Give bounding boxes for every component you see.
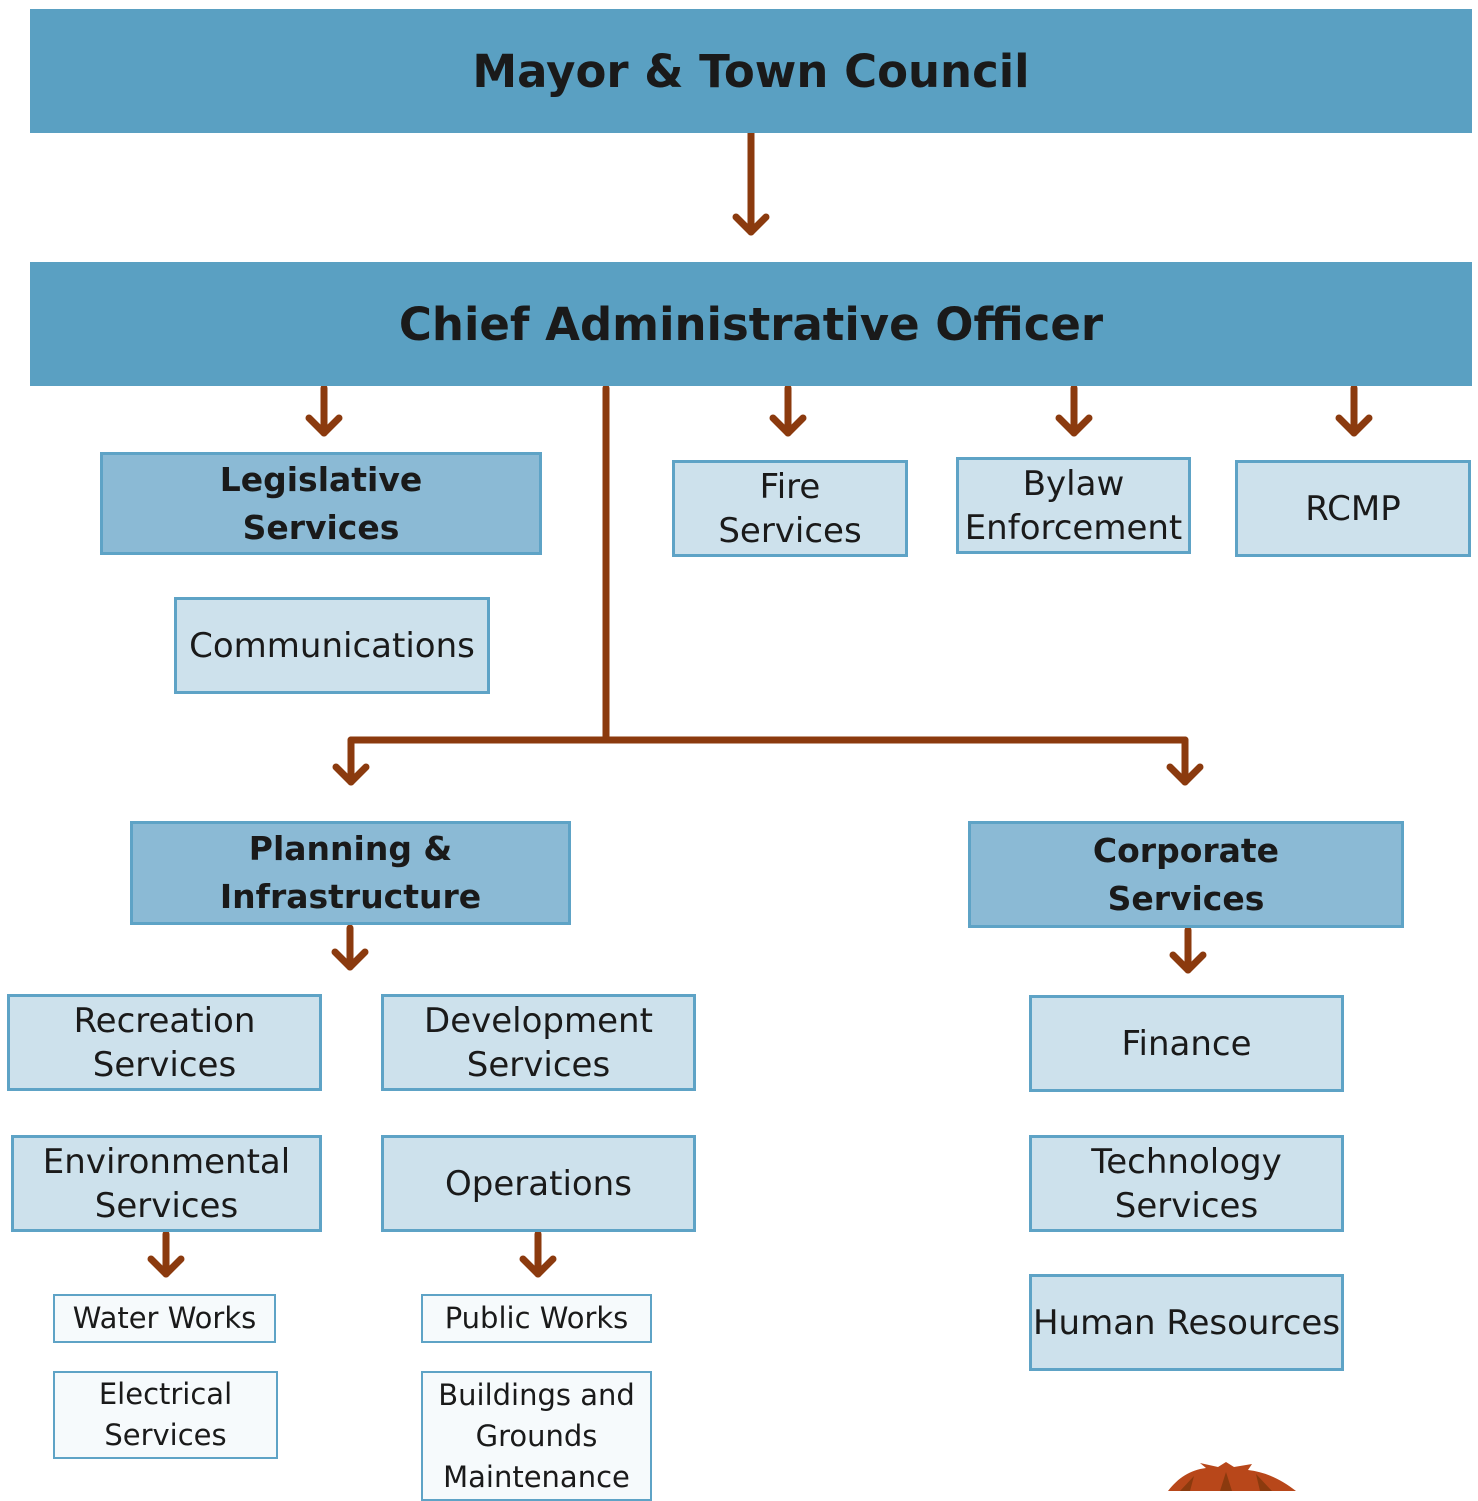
planning-infrastructure-box: Planning & Infrastructure [130, 821, 571, 925]
council-box: Mayor & Town Council [30, 9, 1472, 133]
arrow-cao-to-bylaw [1055, 384, 1093, 437]
recreation-services-box: Recreation Services [7, 994, 322, 1091]
arrow-environmental-to-subunits [147, 1230, 185, 1278]
town-logo-graphic [1168, 1462, 1296, 1491]
arrow-council-to-cao [732, 129, 770, 236]
environmental-services-box: Environmental Services [11, 1135, 322, 1232]
development-services-box: Development Services [381, 994, 696, 1091]
technology-services-box: Technology Services [1029, 1135, 1344, 1232]
operations-box: Operations [381, 1135, 696, 1232]
fire-services-box: Fire Services [672, 460, 908, 557]
legislative-services-box: Legislative Services [100, 452, 542, 555]
arrow-operations-to-subunits [519, 1230, 557, 1278]
communications-box: Communications [174, 597, 490, 694]
public-works-box: Public Works [421, 1294, 652, 1343]
finance-box: Finance [1029, 995, 1344, 1092]
arrow-cao-to-fire [769, 384, 807, 437]
human-resources-box: Human Resources [1029, 1274, 1344, 1371]
water-works-box: Water Works [53, 1294, 276, 1343]
trunk-cao-to-departments [332, 384, 1204, 786]
arrow-cao-to-legislative [305, 384, 343, 437]
electrical-services-box: Electrical Services [53, 1371, 278, 1459]
arrow-planning-to-units [331, 924, 369, 971]
arrow-corporate-to-units [1169, 926, 1207, 974]
arrow-cao-to-rcmp [1335, 384, 1373, 437]
buildings-grounds-box: Buildings and Grounds Maintenance [421, 1371, 652, 1501]
bylaw-enforcement-box: Bylaw Enforcement [956, 457, 1191, 554]
cao-box: Chief Administrative Officer [30, 262, 1472, 386]
corporate-services-box: Corporate Services [968, 821, 1404, 928]
rcmp-box: RCMP [1235, 460, 1471, 557]
